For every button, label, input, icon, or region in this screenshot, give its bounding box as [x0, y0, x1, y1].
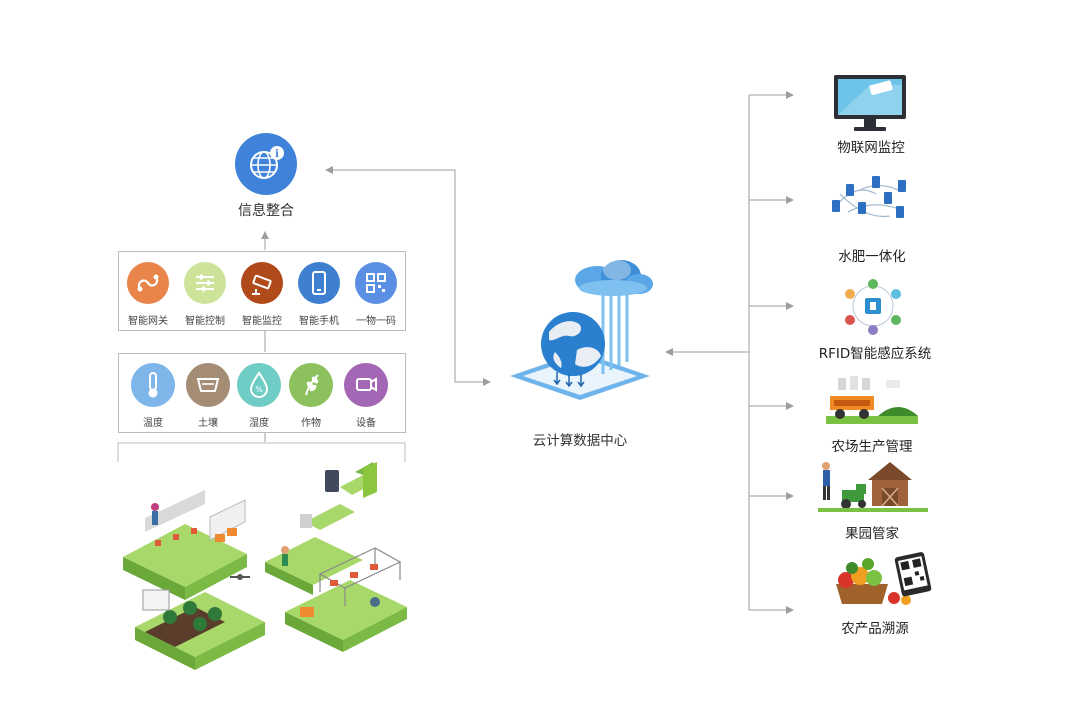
smart-item-label: 智能手机	[299, 316, 339, 327]
barn-icon	[818, 462, 928, 512]
cloud-data-center-icon	[510, 260, 653, 400]
smart-farm-illustration	[123, 462, 407, 670]
sensor-item-label: 作物	[301, 418, 321, 429]
produce-qr-icon	[836, 552, 932, 605]
sensor-item-label: 设备	[356, 418, 376, 429]
monitor-icon	[834, 75, 906, 131]
right-item-label: 农场生产管理	[831, 439, 913, 455]
gateway-icon	[127, 262, 169, 304]
phone-icon	[298, 262, 340, 304]
sensor-item-label: 湿度	[249, 418, 269, 429]
globe-info-icon: i	[235, 133, 297, 195]
right-item-label: 物联网监控	[837, 140, 905, 156]
right-item-label: RFID智能感应系统	[818, 346, 932, 362]
smart-item-label: 智能网关	[128, 316, 168, 327]
right-item-label: 果园管家	[845, 526, 899, 542]
thermometer-icon	[131, 363, 175, 407]
info-integration-label: 信息整合	[238, 203, 294, 219]
smart-item-label: 智能监控	[242, 316, 282, 327]
network-icon	[832, 176, 906, 218]
soil-icon	[186, 363, 230, 407]
camera-icon	[241, 262, 283, 304]
smart-item-label: 一物一码	[356, 316, 396, 327]
right-item-label: 农产品溯源	[841, 621, 909, 637]
stairs-tile	[265, 462, 377, 595]
smart-item-label: 智能控制	[185, 316, 225, 327]
crop-icon	[289, 363, 333, 407]
qr-code-icon	[355, 262, 397, 304]
sliders-icon	[184, 262, 226, 304]
right-item-label: 水肥一体化	[838, 249, 906, 265]
rfid-icon	[845, 279, 901, 335]
sensor-item-label: 温度	[143, 418, 163, 429]
svg-text:i: i	[275, 149, 279, 160]
tractor-icon	[826, 376, 918, 424]
orchard-tile	[135, 574, 265, 670]
svg-text:%: %	[255, 385, 263, 394]
cloud-center-label: 云计算数据中心	[532, 433, 628, 449]
greenhouse-frame-tile	[285, 547, 407, 652]
greenhouse-tile	[123, 490, 247, 600]
sensor-item-label: 土壤	[198, 418, 218, 429]
humidity-icon: %	[237, 363, 281, 407]
device-icon	[344, 363, 388, 407]
